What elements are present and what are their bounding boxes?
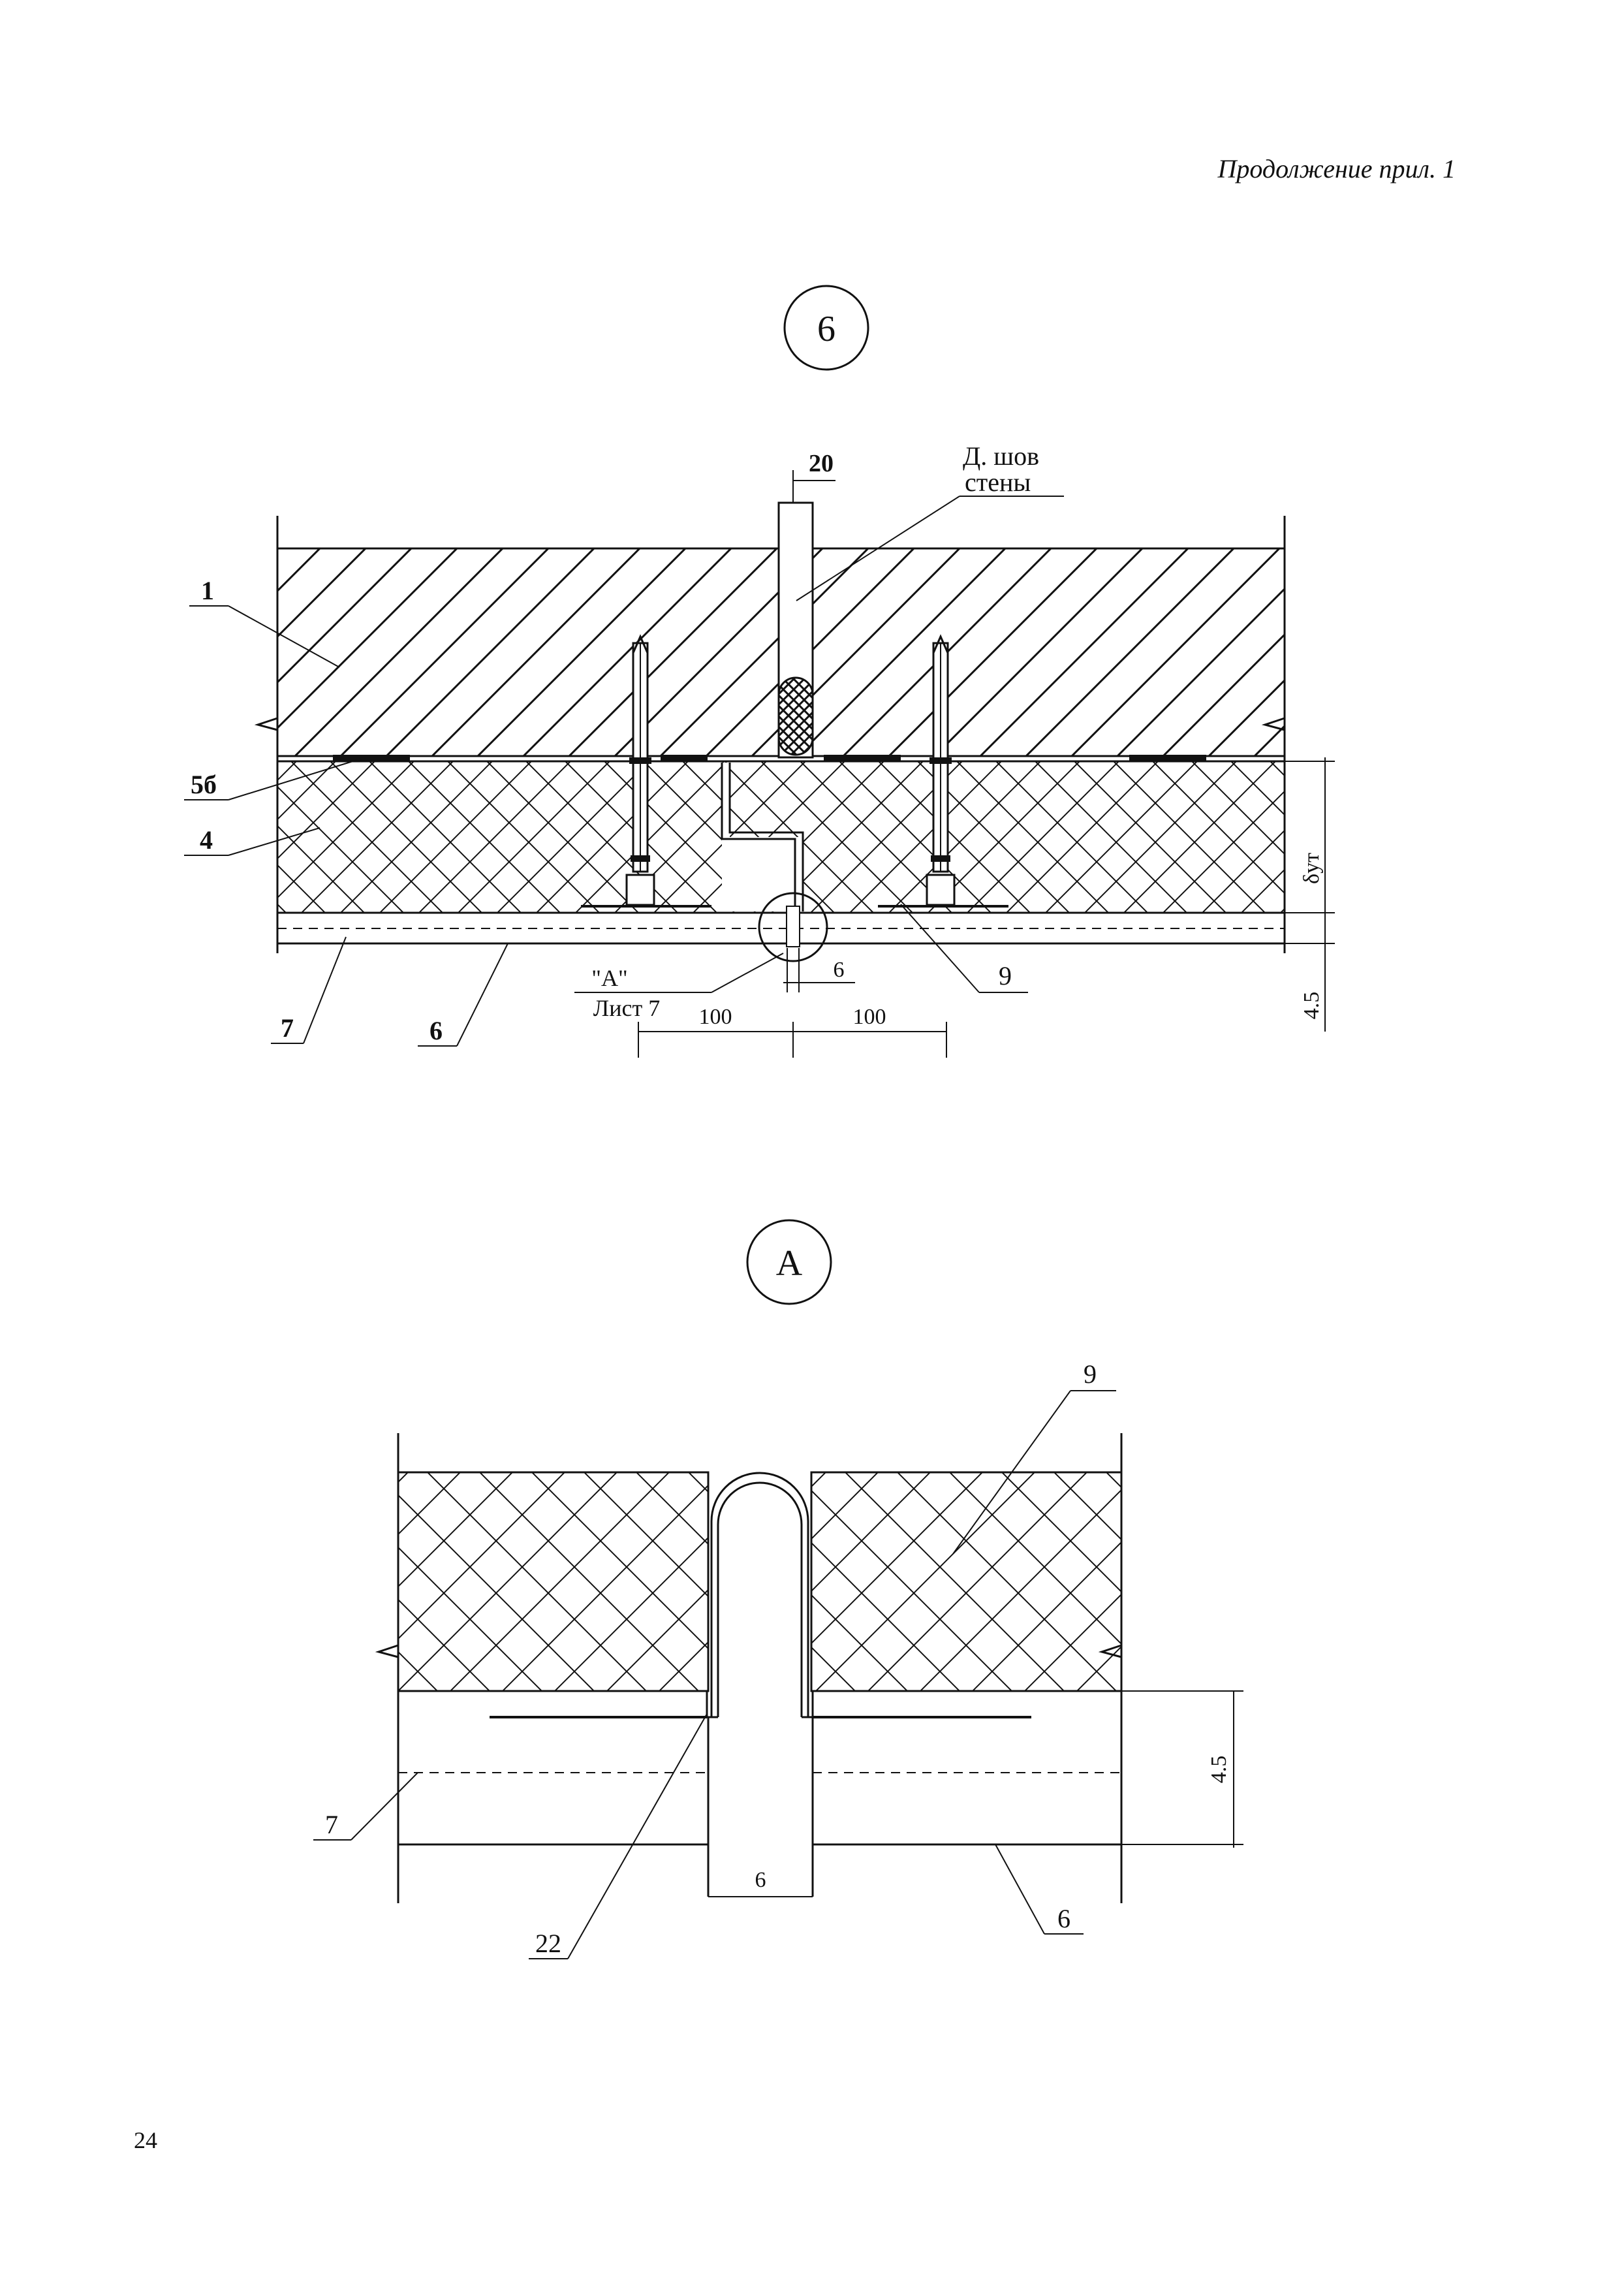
dim-render-thickness-label: 4.5 <box>1300 992 1324 1020</box>
a-dim-gap-label: 6 <box>755 1868 766 1892</box>
leader-joint-text <box>796 496 960 601</box>
detail-a: А 6 4.5 <box>313 1219 1243 1959</box>
label-item-5b: 5б <box>191 770 217 799</box>
label-item-7: 7 <box>281 1013 294 1043</box>
detail-6-marker-label: 6 <box>817 309 835 349</box>
left-break-symbol <box>254 717 278 731</box>
detail-6-marker-circle <box>783 285 869 371</box>
a-leader-6 <box>995 1844 1045 1935</box>
label-item-6: 6 <box>429 1016 443 1045</box>
label-item-9: 9 <box>999 961 1012 990</box>
label-sheet-ref: Лист 7 <box>593 995 660 1021</box>
a-label-item-22: 22 <box>535 1929 561 1958</box>
leader-1 <box>228 605 340 668</box>
label-joint-line2: стены <box>965 467 1031 497</box>
wall-left <box>276 547 780 757</box>
dim-insulation-thickness-label: δут <box>1300 853 1324 884</box>
dim-left-span-label: 100 <box>699 1005 732 1029</box>
insulation-step-line-a <box>721 763 796 911</box>
anchor-right <box>878 634 1008 908</box>
leader-4 <box>228 827 320 856</box>
label-item-1: 1 <box>201 576 214 605</box>
wall-right <box>811 547 1286 757</box>
a-insulation-left <box>397 1471 710 1692</box>
detail-a-marker-label: А <box>776 1243 803 1284</box>
a-u-profile-outer <box>710 1472 809 1717</box>
adhesive-strip-4 <box>1129 755 1206 761</box>
adhesive-strip-2 <box>661 755 708 761</box>
a-dim-render-thickness-label: 4.5 <box>1207 1756 1231 1784</box>
label-joint-line1: Д. шов <box>963 441 1039 471</box>
a-leader-7 <box>351 1772 418 1841</box>
insulation-joint-gap <box>722 763 803 911</box>
header-continuation: Продолжение прил. 1 <box>1217 154 1456 183</box>
label-item-4: 4 <box>200 825 213 855</box>
leader-5b <box>228 757 366 800</box>
dim-right-span-label: 100 <box>853 1005 886 1029</box>
leader-6 <box>456 943 508 1047</box>
joint-sealant-cord <box>777 676 814 756</box>
a-label-item-6: 6 <box>1057 1904 1070 1933</box>
a-leader-22 <box>567 1713 708 1959</box>
leader-9 <box>900 904 980 993</box>
a-leader-9 <box>952 1390 1071 1555</box>
a-left-break-symbol <box>375 1644 399 1658</box>
dim-gap-label: 6 <box>834 958 845 982</box>
a-insulation-right <box>810 1471 1123 1692</box>
adhesive-strip-1 <box>333 755 410 761</box>
detail-a-marker-circle <box>746 1219 832 1305</box>
leader-callout-a <box>711 953 784 993</box>
label-callout-a: "А" <box>591 965 627 991</box>
a-u-profile-inner <box>717 1481 803 1717</box>
label-joint-width: 20 <box>809 450 834 477</box>
a-label-item-9: 9 <box>1084 1359 1097 1389</box>
anchor-left <box>581 634 711 908</box>
insulation-step-line-b <box>728 763 804 911</box>
render-joint-gap <box>786 906 800 947</box>
a-label-item-7: 7 <box>325 1810 338 1839</box>
detail-6: 6 <box>184 285 1335 1058</box>
callout-a-circle <box>758 892 828 962</box>
page-number: 24 <box>134 2127 157 2153</box>
adhesive-strip-3 <box>824 755 901 761</box>
leader-7 <box>303 936 347 1044</box>
